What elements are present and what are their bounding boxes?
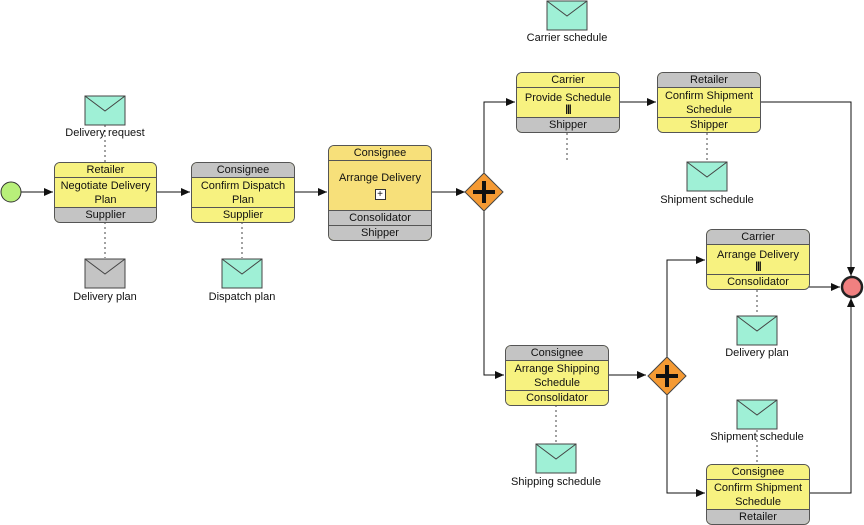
task-name: Confirm Shipment Schedule [664, 89, 754, 116]
envelope-icon [546, 0, 588, 31]
task-participant-1: Consolidator [329, 210, 431, 225]
task-arrange-shipping-schedule[interactable]: Consignee Arrange Shipping Schedule Cons… [505, 345, 609, 406]
message-label: Delivery plan [73, 291, 137, 303]
message-label: Dispatch plan [208, 291, 276, 303]
task-initiator: Retailer [55, 163, 156, 178]
parallel-gateway-2[interactable] [647, 356, 687, 396]
task-initiator: Carrier [517, 73, 619, 88]
task-participant: Retailer [707, 509, 809, 524]
task-confirm-shipment-schedule-consignee[interactable]: Consignee Confirm Shipment Schedule Reta… [706, 464, 810, 525]
parallel-gateway-1[interactable] [464, 172, 504, 212]
message-label: Delivery plan [725, 347, 789, 359]
task-initiator: Consignee [192, 163, 294, 178]
task-initiator: Consignee [329, 146, 431, 161]
task-participant: Shipper [517, 117, 619, 132]
flow-gateway-to-consignee [666, 395, 705, 497]
task-initiator: Consignee [707, 465, 809, 480]
task-arrange-delivery-carrier[interactable]: Carrier Arrange Delivery ||| Consolidato… [706, 229, 810, 290]
subprocess-expand-icon[interactable]: + [374, 189, 386, 200]
multi-instance-icon: ||| [565, 104, 571, 115]
task-arrange-delivery-subprocess[interactable]: Consignee Arrange Delivery + Consolidato… [328, 145, 432, 241]
envelope-icon [221, 258, 263, 289]
envelope-icon [84, 258, 126, 289]
task-name: Provide Schedule [524, 92, 612, 104]
task-name: Arrange Delivery [717, 249, 799, 261]
task-name: Confirm Dispatch Plan [200, 179, 286, 206]
message-label: Delivery request [65, 127, 145, 139]
task-participant: Consolidator [707, 274, 809, 289]
start-event[interactable] [0, 181, 22, 203]
task-participant: Shipper [658, 117, 760, 132]
flow-gateway-to-carrier [666, 256, 705, 357]
task-participant: Consolidator [506, 390, 608, 405]
envelope-icon [535, 443, 577, 474]
flow-consignee-to-end [809, 298, 855, 494]
task-participant: Supplier [55, 207, 156, 222]
task-name: Arrange Delivery [339, 172, 421, 184]
end-event[interactable] [840, 275, 864, 299]
task-participant-2: Shipper [329, 225, 431, 240]
message-label: Shipment schedule [660, 194, 754, 206]
flow-confirm-to-end [760, 101, 855, 276]
envelope-icon [736, 315, 778, 346]
task-name: Arrange Shipping Schedule [514, 362, 600, 389]
task-negotiate-delivery-plan[interactable]: Retailer Negotiate Delivery Plan Supplie… [54, 162, 157, 223]
envelope-icon [736, 399, 778, 430]
task-initiator: Carrier [707, 230, 809, 245]
flow-gateway-to-shipping [483, 211, 504, 379]
envelope-icon [84, 95, 126, 126]
message-label: Shipping schedule [511, 476, 601, 488]
task-initiator: Retailer [658, 73, 760, 88]
task-name: Confirm Shipment Schedule [713, 481, 803, 508]
task-initiator: Consignee [506, 346, 608, 361]
task-provide-schedule[interactable]: Carrier Provide Schedule ||| Shipper [516, 72, 620, 133]
multi-instance-icon: ||| [755, 261, 761, 272]
task-name: Negotiate Delivery Plan [60, 179, 151, 206]
message-label: Carrier schedule [526, 32, 608, 44]
task-confirm-dispatch-plan[interactable]: Consignee Confirm Dispatch Plan Supplier [191, 162, 295, 223]
task-participant: Supplier [192, 207, 294, 222]
task-confirm-shipment-schedule-retailer[interactable]: Retailer Confirm Shipment Schedule Shipp… [657, 72, 761, 133]
envelope-icon [686, 161, 728, 192]
message-label: Shipment schedule [710, 431, 804, 443]
flow-gateway-to-provide [483, 98, 515, 173]
